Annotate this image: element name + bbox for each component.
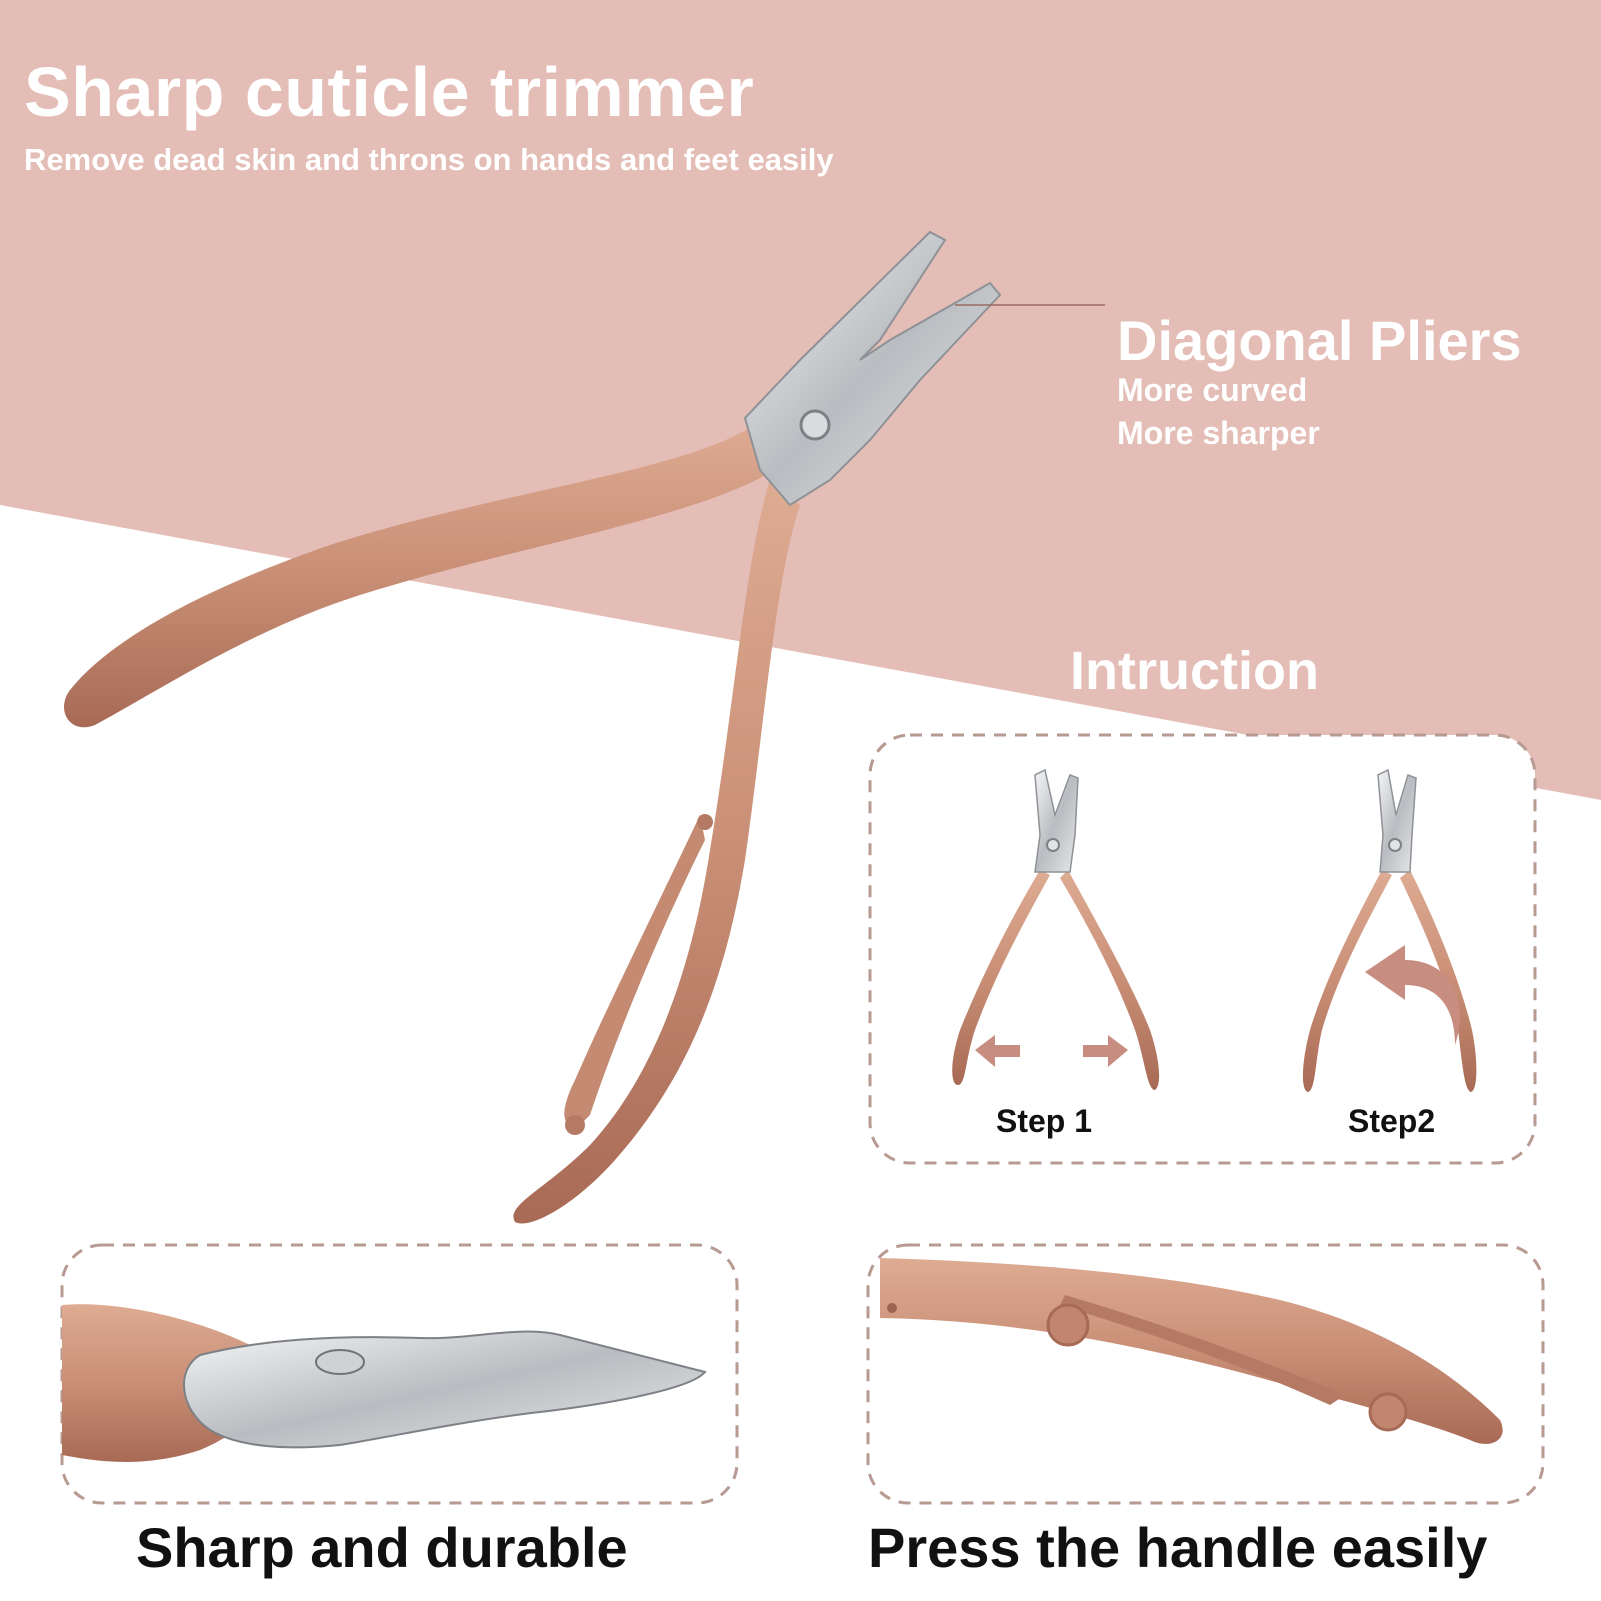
caption-right: Press the handle easily	[868, 1516, 1488, 1579]
caption-left: Sharp and durable	[136, 1516, 628, 1579]
page-title: Sharp cuticle trimmer	[24, 53, 755, 131]
arrow-left-icon	[975, 1035, 1020, 1067]
pliers-left-handle	[64, 420, 775, 728]
step1-pliers-illustration	[952, 768, 1160, 1090]
arrow-right-icon	[1083, 1035, 1128, 1067]
pliers-spring	[564, 815, 705, 1126]
pliers-right-handle	[513, 480, 800, 1224]
step-label: Step 1	[996, 1103, 1093, 1139]
pliers-pivot-rivet	[799, 409, 831, 441]
page-subtitle: Remove dead skin and throns on hands and…	[24, 142, 834, 177]
feature-title: Diagonal Pliers	[1117, 309, 1522, 372]
curved-arrow-icon	[1365, 945, 1460, 1045]
step-label: Step2	[1348, 1103, 1436, 1139]
feature-line: More sharper	[1117, 415, 1320, 451]
instruction-box	[868, 733, 1537, 1165]
feature-line: More curved	[1117, 372, 1308, 408]
instruction-title: Intruction	[1070, 641, 1319, 701]
handle-closeup-illustration	[880, 1258, 1503, 1444]
step2-pliers-illustration	[1302, 768, 1477, 1092]
blade-closeup-illustration	[62, 1304, 707, 1462]
